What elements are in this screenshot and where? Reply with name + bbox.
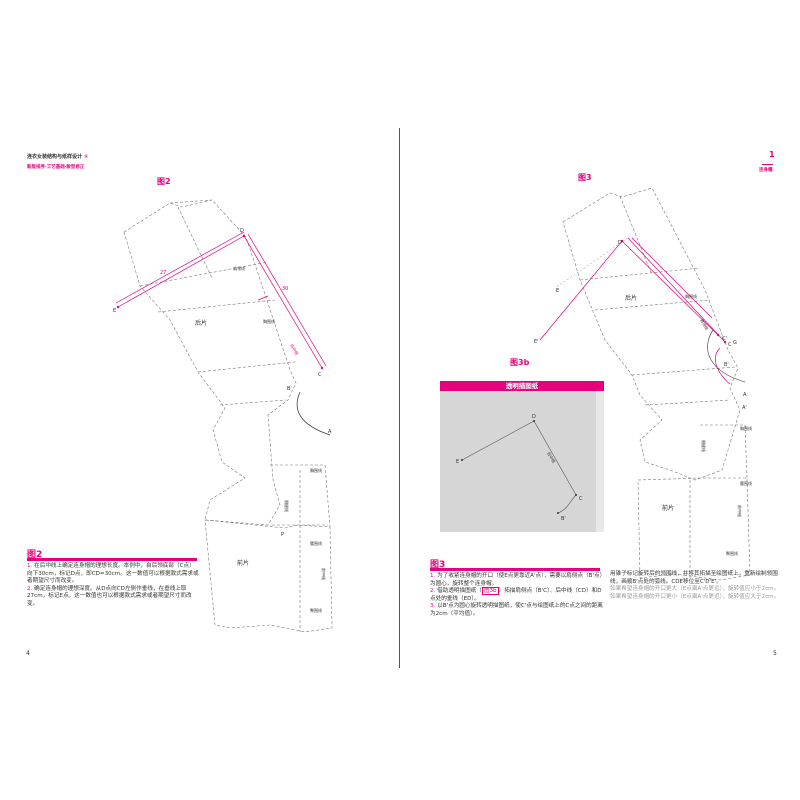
point-a: A xyxy=(743,392,747,398)
inset-point-e: E xyxy=(456,459,459,465)
point-e-prime: E' xyxy=(534,339,539,345)
point-b-prime: B' xyxy=(287,386,292,392)
point-e: E xyxy=(556,288,559,294)
fig2-item-1: 1. 在后中线上确定连身帽的理想长度。本例中，自后领底部（C点）向下30cm，标… xyxy=(27,563,199,585)
rotated-neck-curve xyxy=(715,347,731,385)
page-number-right: 5 xyxy=(773,650,777,657)
shoulder-neck-line-label: 肩领线 xyxy=(233,265,245,271)
point-d-prime: D' xyxy=(618,240,623,246)
point-c: C xyxy=(728,342,732,348)
point-g: G xyxy=(733,340,737,346)
chapter-number: 1 xyxy=(769,150,775,159)
section-title-fig2: 图2 xyxy=(27,550,43,560)
line-de-r xyxy=(554,237,629,289)
fig3-item-1: 1. 为了收紧连身帽的开口（使E点更靠近A'点），需要以肩侧点（B'点）为圆心，… xyxy=(430,573,606,587)
chest-line-label: 胸围线 xyxy=(263,318,275,324)
inset-point-d: D xyxy=(532,414,536,420)
section-title-fig3: 图3 xyxy=(430,560,446,570)
point-c-prime: C' xyxy=(722,336,727,342)
hip-line-label-r: 臀围线 xyxy=(726,550,738,556)
point-p: P xyxy=(281,532,284,538)
front-piece-label: 前片 xyxy=(237,559,249,567)
front-piece-label-r: 前片 xyxy=(662,504,674,512)
back-piece-label-r: 后片 xyxy=(625,294,637,302)
chapter-underline xyxy=(762,164,773,165)
chest-line-label-front: 胸围线 xyxy=(310,467,322,473)
page-number-left: 4 xyxy=(26,650,30,657)
figure-3b-label: 图3b xyxy=(510,358,530,367)
front-center-label-r: 前中线 xyxy=(737,505,743,517)
neckline-curve xyxy=(296,391,331,436)
line-c-prime-d-prime xyxy=(621,240,719,336)
dim-27-label: 27 xyxy=(160,270,166,276)
point-a-prime: A' xyxy=(742,405,747,411)
line-d-prime-e-prime xyxy=(539,240,623,341)
tracing-paper-inset: 透明描图纸 D E C B' 后中线 xyxy=(440,381,604,532)
section-bar-fig2 xyxy=(27,558,197,561)
waist-line-label: 腰围线 xyxy=(310,540,322,546)
point-b-prime-r: B' xyxy=(724,362,729,368)
point-a: A xyxy=(328,429,332,435)
fig3-item-2: 2. 借助透明描图纸（图3b）拓描肩侧点（B'C）、后中线（CD）和D点处的垂线… xyxy=(430,587,602,602)
back-center-label: 后中线 xyxy=(289,343,300,356)
inset-diagram: D E C B' 后中线 xyxy=(456,414,583,522)
line-cd-r xyxy=(627,237,726,343)
back-bodice-outline-r xyxy=(562,187,741,481)
book-spine xyxy=(399,128,400,668)
dim-30-label: 30 xyxy=(282,286,288,292)
fig3-text-col1: 1. 为了收紧连身帽的开口（使E点更靠近A'点），需要以肩侧点（B'点）为圆心，… xyxy=(430,573,606,619)
back-piece-label: 后片 xyxy=(195,319,207,327)
side-seam-label-r: 侧缝线 xyxy=(701,440,707,452)
figure-2-label: 图2 xyxy=(157,177,171,186)
original-neck-curve xyxy=(707,329,746,383)
point-e: E xyxy=(113,308,116,314)
inset-edge-strip xyxy=(596,391,604,532)
fig2-text: 1. 在后中线上确定连身帽的理想长度。本例中，自后领底部（C点）向下30cm，标… xyxy=(27,563,199,609)
chapter-title: 连身帽 xyxy=(759,168,773,173)
inset-header: 透明描图纸 xyxy=(440,381,604,391)
figure-3-diagram: D' E E' C' C G B' A A' 后片 前片 胸围线 胸围线 腰围线… xyxy=(534,187,752,581)
back-bodice-outline xyxy=(123,199,297,526)
grey-note-2: 如果希望连身帽的开口更小（E点离A'点更近），旋转值应大于2cm。 xyxy=(610,593,780,600)
inset-body: D E C B' 后中线 xyxy=(440,391,604,532)
grey-note-1: 如果希望连身帽的开口更大（E点离A'点更远），旋转值应小于2cm。 xyxy=(610,586,780,593)
front-bodice-outline xyxy=(204,519,333,633)
chest-line-label-r: 胸围线 xyxy=(685,293,697,299)
front-center-label: 前中线 xyxy=(321,568,327,580)
fig3-text-col2: 用锥子标记旋转后的领围线，并将其拓描至绘图纸上，重新绘制领围线，画顺B'点处的弧… xyxy=(610,571,780,601)
inset-point-c: C xyxy=(579,496,583,502)
figure-3-label: 图3 xyxy=(578,173,592,182)
line-cd xyxy=(243,235,323,369)
point-c: C xyxy=(318,372,322,378)
section-bar-fig3 xyxy=(430,568,600,571)
fig3-item-3: 3. 以B'点为圆心旋转透明描图纸，使C'点与绘图纸上的C点之间的距离为2cm（… xyxy=(430,603,603,617)
fig3-col2-text: 用锥子标记旋转后的领围线，并将其拓描至绘图纸上，重新绘制领围线，画顺B'点处的弧… xyxy=(610,571,778,585)
front-bodice-outline-r xyxy=(637,477,751,581)
inset-point-b-prime: B' xyxy=(561,516,566,522)
fig2-item-2: 2. 确定连身帽的理想深度。从D点向CD左侧作垂线，在垂线上取27cm，标记E点… xyxy=(27,585,192,607)
side-seam-label: 侧缝线 xyxy=(284,500,290,512)
figure-2-diagram: D E C B' A P 27 30 后片 前片 肩领线 胸围线 胸围线 腰围线… xyxy=(113,199,333,633)
inset-back-center-label: 后中线 xyxy=(546,451,557,464)
point-d: D xyxy=(240,228,244,234)
chest-line-label-front-r: 胸围线 xyxy=(740,425,752,431)
waist-line-label-r: 腰围线 xyxy=(740,480,752,486)
book-subtitle: 新版排序·工艺基础·款型修正 xyxy=(27,165,85,170)
shoulder-neck-line-label-r: 肩领线 xyxy=(699,318,710,331)
hip-line-label: 臀围线 xyxy=(310,607,322,613)
line-de xyxy=(117,235,245,308)
